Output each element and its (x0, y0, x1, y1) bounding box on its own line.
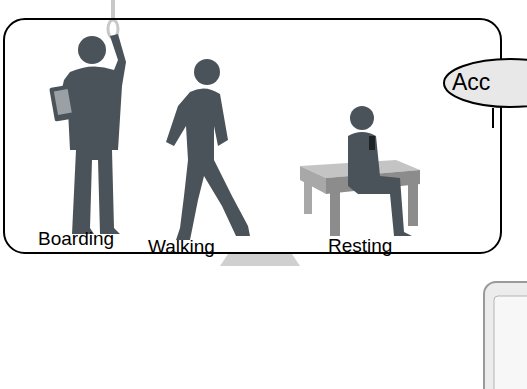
sensor-ellipse: Acc (443, 58, 527, 108)
leader-line (492, 108, 494, 128)
device-screen (494, 296, 527, 389)
boarding-silhouette (49, 34, 126, 234)
strap-band (111, 0, 115, 20)
device-body (484, 282, 527, 389)
node-label: Resting (328, 235, 392, 257)
walking-silhouette (166, 59, 250, 240)
node-label: Acc (452, 69, 490, 96)
ellipse-shape (444, 59, 527, 107)
panel-shadow (220, 254, 300, 266)
activity-panel: BoardingWalkingResting (3, 18, 502, 254)
node-label: Walking (148, 236, 215, 258)
node-label: Boarding (38, 228, 114, 250)
resting-silhouette (348, 106, 412, 236)
